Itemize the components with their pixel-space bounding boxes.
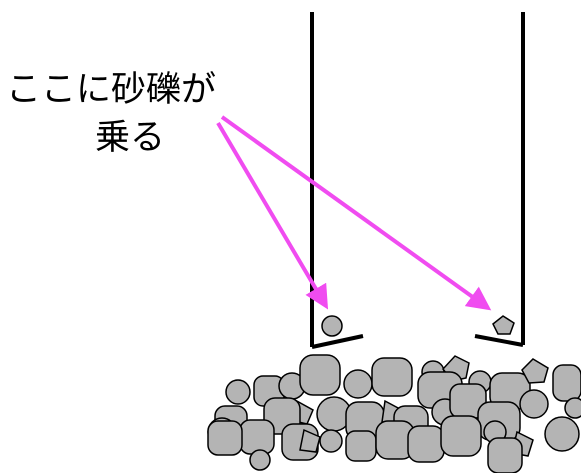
left-bottom-lip xyxy=(311,334,364,349)
arrow-to-left-pebble xyxy=(216,121,329,310)
pebble-right-inside xyxy=(492,315,515,335)
arrow-to-right-pebble xyxy=(220,115,492,311)
annotation-line-2: 乗る xyxy=(95,118,166,158)
right-bottom-lip xyxy=(474,334,524,347)
annotation-line-1: ここに砂礫が xyxy=(6,70,217,110)
pebble-left-inside xyxy=(321,315,343,337)
gravel-pile xyxy=(207,354,581,473)
